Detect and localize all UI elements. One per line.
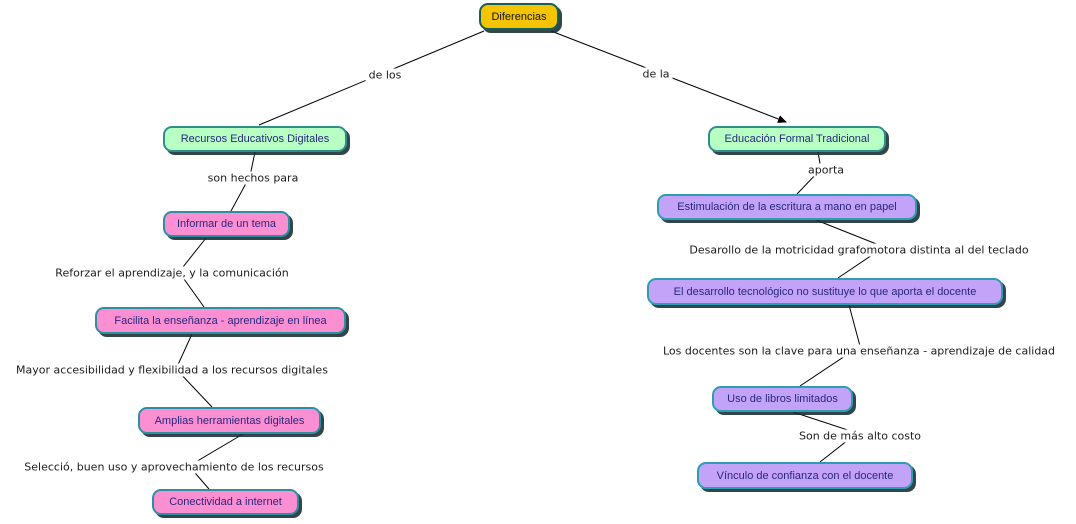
edge-label-costo[interactable]: Son de más alto costo (796, 429, 924, 443)
node-desarrollo[interactable]: El desarrollo tecnológico no sustituye l… (647, 278, 1003, 305)
node-recursos[interactable]: Recursos Educativos Digitales (163, 126, 347, 152)
edge-label-mayor[interactable]: Mayor accesibilidad y flexibilidad a los… (13, 363, 331, 377)
node-facilita[interactable]: Facilita la enseñanza - aprendizaje en l… (95, 307, 346, 334)
edge-label-docentes[interactable]: Los docentes son la clave para una enseñ… (659, 344, 1059, 358)
node-estimulacion[interactable]: Estimulación de la escritura a mano en p… (657, 194, 917, 220)
node-diferencias[interactable]: Diferencias (479, 3, 559, 30)
edge-label-de-la[interactable]: de la (639, 67, 673, 81)
edge-label-son-hechos-para[interactable]: son hechos para (204, 171, 302, 185)
node-vinculo[interactable]: Vínculo de confianza con el docente (697, 462, 913, 489)
edge-label-reforzar[interactable]: Reforzar el aprendizaje, y la comunicaci… (52, 266, 292, 280)
edge-label-de-los[interactable]: de los (365, 68, 405, 82)
node-amplias[interactable]: Amplias herramientas digitales (138, 407, 321, 434)
node-uso-libros[interactable]: Uso de libros limitados (712, 386, 853, 412)
node-informar[interactable]: Informar de un tema (163, 211, 290, 237)
node-conectividad[interactable]: Conectividad a internet (152, 489, 299, 515)
edge-label-desarollo[interactable]: Desarollo de la motricidad grafomotora d… (686, 243, 1032, 257)
edge-label-aporta[interactable]: aporta (804, 163, 848, 177)
node-educacion[interactable]: Educación Formal Tradicional (708, 126, 886, 152)
edge-label-seleccio[interactable]: Selecció, buen uso y aprovechamiento de … (21, 460, 327, 474)
